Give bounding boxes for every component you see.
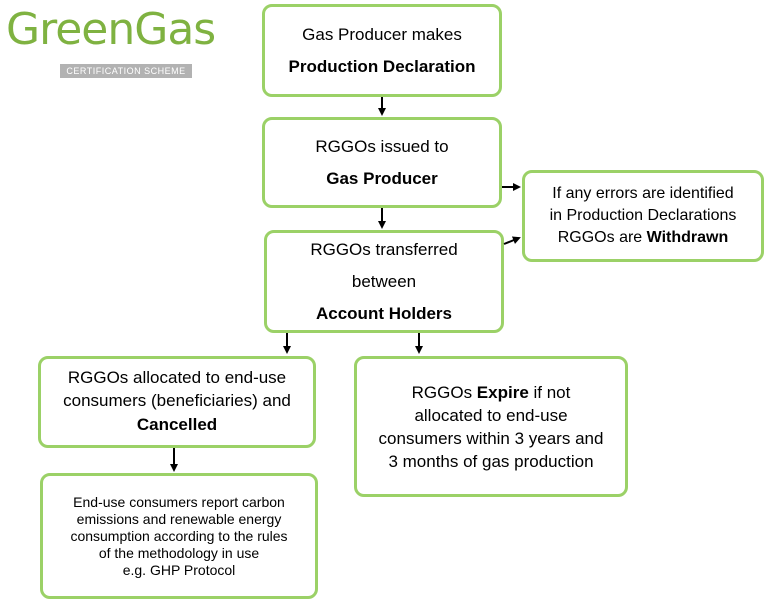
box-text: If any errors are identified <box>552 185 734 202</box>
rggos-expire-box: RGGOs Expire if not allocated to end-use… <box>354 356 628 497</box>
box-text-bold: Cancelled <box>136 415 218 434</box>
logo-word-gas: Gas <box>134 4 216 55</box>
box-text: of the methodology in use <box>98 544 260 561</box>
consumer-report-box: End-use consumers report carbon emission… <box>40 473 318 599</box>
box-text-bold: Withdrawn <box>646 229 729 246</box>
box-text-part: if not <box>528 382 571 402</box>
box-text: RGGOs are Withdrawn <box>558 227 729 249</box>
box-text: between <box>351 271 417 291</box>
box-text: Gas Producer makes <box>302 24 462 44</box>
arrow-transferred-to-withdrawn <box>503 236 521 245</box>
box-text: e.g. GHP Protocol <box>122 561 236 578</box>
box-text: allocated to end-use <box>414 405 568 425</box>
logo-wordmark: GreenGas <box>6 8 216 52</box>
box-text: RGGOs transferred <box>310 239 458 259</box>
box-text: RGGOs issued to <box>315 136 449 156</box>
withdrawn-box: If any errors are identified in Producti… <box>522 170 764 262</box>
box-text: in Production Declarations <box>549 207 737 224</box>
box-text: consumers (beneficiaries) and <box>63 391 291 410</box>
box-text: emissions and renewable energy <box>76 510 282 527</box>
greengas-logo: GreenGas CERTIFICATION SCHEME <box>6 8 236 78</box>
box-text: consumption according to the rules <box>70 527 288 544</box>
rggos-cancelled-box: RGGOs allocated to end-use consumers (be… <box>38 356 316 448</box>
production-declaration-box: Gas Producer makes Production Declaratio… <box>262 4 502 97</box>
box-text: RGGOs Expire if not <box>412 381 571 404</box>
box-text: RGGOs allocated to end-use <box>67 368 287 387</box>
box-text: 3 months of gas production <box>388 451 594 471</box>
rggos-issued-box: RGGOs issued to Gas Producer <box>262 117 502 208</box>
box-text-part: RGGOs are <box>557 229 647 246</box>
box-text-bold: Account Holders <box>315 303 453 323</box>
box-text: End-use consumers report carbon <box>73 493 285 510</box>
logo-word-green: Green <box>6 4 135 55</box>
box-text: consumers within 3 years and <box>378 428 604 448</box>
box-text-bold: Gas Producer <box>326 168 438 188</box>
box-text-bold: Expire <box>476 382 529 402</box>
logo-subtitle: CERTIFICATION SCHEME <box>60 64 192 78</box>
box-text-bold: Production Declaration <box>288 56 476 76</box>
rggos-transferred-box: RGGOs transferred between Account Holder… <box>264 230 504 333</box>
box-text-part: RGGOs <box>411 382 477 402</box>
